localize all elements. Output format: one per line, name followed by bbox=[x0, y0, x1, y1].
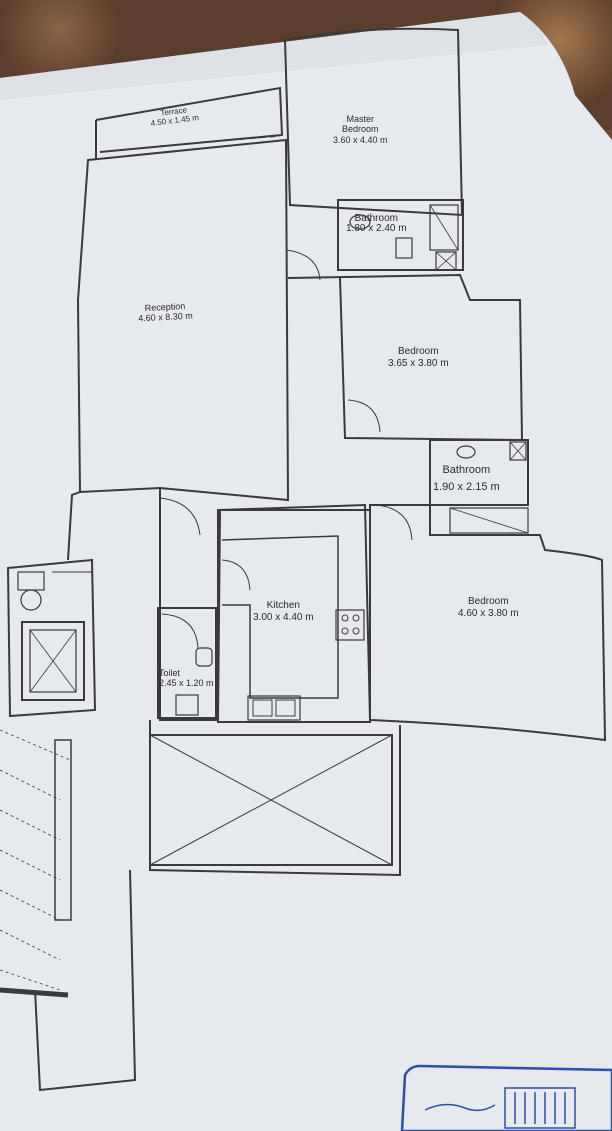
bathroom2-wall bbox=[429, 439, 529, 506]
stamp bbox=[400, 1064, 612, 1131]
master-bedroom-dim: 3.60 x 4.40 m bbox=[333, 134, 388, 145]
stamp-emblem bbox=[424, 1087, 576, 1129]
bedroom2-dim: 3.65 x 3.80 m bbox=[388, 357, 449, 369]
kitchen-wall bbox=[217, 509, 371, 723]
bedroom3-name: Bedroom bbox=[468, 596, 509, 607]
bathroom1-dim: 1.80 x 2.40 m bbox=[346, 223, 407, 234]
stair-core-wall bbox=[6, 558, 97, 718]
master-bedroom-wall bbox=[283, 27, 464, 217]
bedroom3-dim: 4.60 x 3.80 m bbox=[458, 607, 519, 619]
bathroom2-dim: 1.90 x 2.15 m bbox=[433, 480, 500, 493]
toilet-wall bbox=[157, 607, 217, 719]
bathroom1-label: Bathroom 1.80 x 2.40 m bbox=[346, 214, 407, 234]
master-bedroom-label: Master Bedroom 3.60 x 4.40 m bbox=[333, 114, 388, 145]
kitchen-name: Kitchen bbox=[266, 600, 300, 611]
bathroom2-name: Bathroom bbox=[442, 464, 491, 476]
bathroom1-name: Bathroom bbox=[354, 213, 398, 224]
bedroom2-label: Bedroom 3.65 x 3.80 m bbox=[388, 346, 449, 369]
bedroom3-label: Bedroom 4.60 x 3.80 m bbox=[458, 596, 519, 619]
toilet-dim: 2.45 x 1.20 m bbox=[159, 678, 214, 689]
reception-label: Reception 4.60 x 8.30 m bbox=[137, 301, 193, 325]
bedroom2-wall bbox=[287, 273, 524, 442]
kitchen-label: Kitchen 3.00 x 4.40 m bbox=[253, 600, 314, 623]
kitchen-dim: 3.00 x 4.40 m bbox=[253, 611, 314, 623]
paper-shadow bbox=[0, 12, 548, 100]
bathroom1-wall bbox=[337, 199, 464, 271]
toilet-label: Toilet 2.45 x 1.20 m bbox=[159, 668, 214, 689]
paper-sheet bbox=[0, 12, 612, 1131]
bedroom2-name: Bedroom bbox=[398, 346, 439, 357]
master-bedroom-name1: Master bbox=[346, 114, 375, 124]
toilet-name: Toilet bbox=[159, 668, 181, 678]
bathroom2-label: Bathroom 1.90 x 2.15 m bbox=[433, 462, 500, 495]
master-bedroom-name2: Bedroom bbox=[342, 124, 379, 135]
staircase bbox=[0, 729, 71, 991]
bedroom3-wall bbox=[369, 504, 607, 742]
